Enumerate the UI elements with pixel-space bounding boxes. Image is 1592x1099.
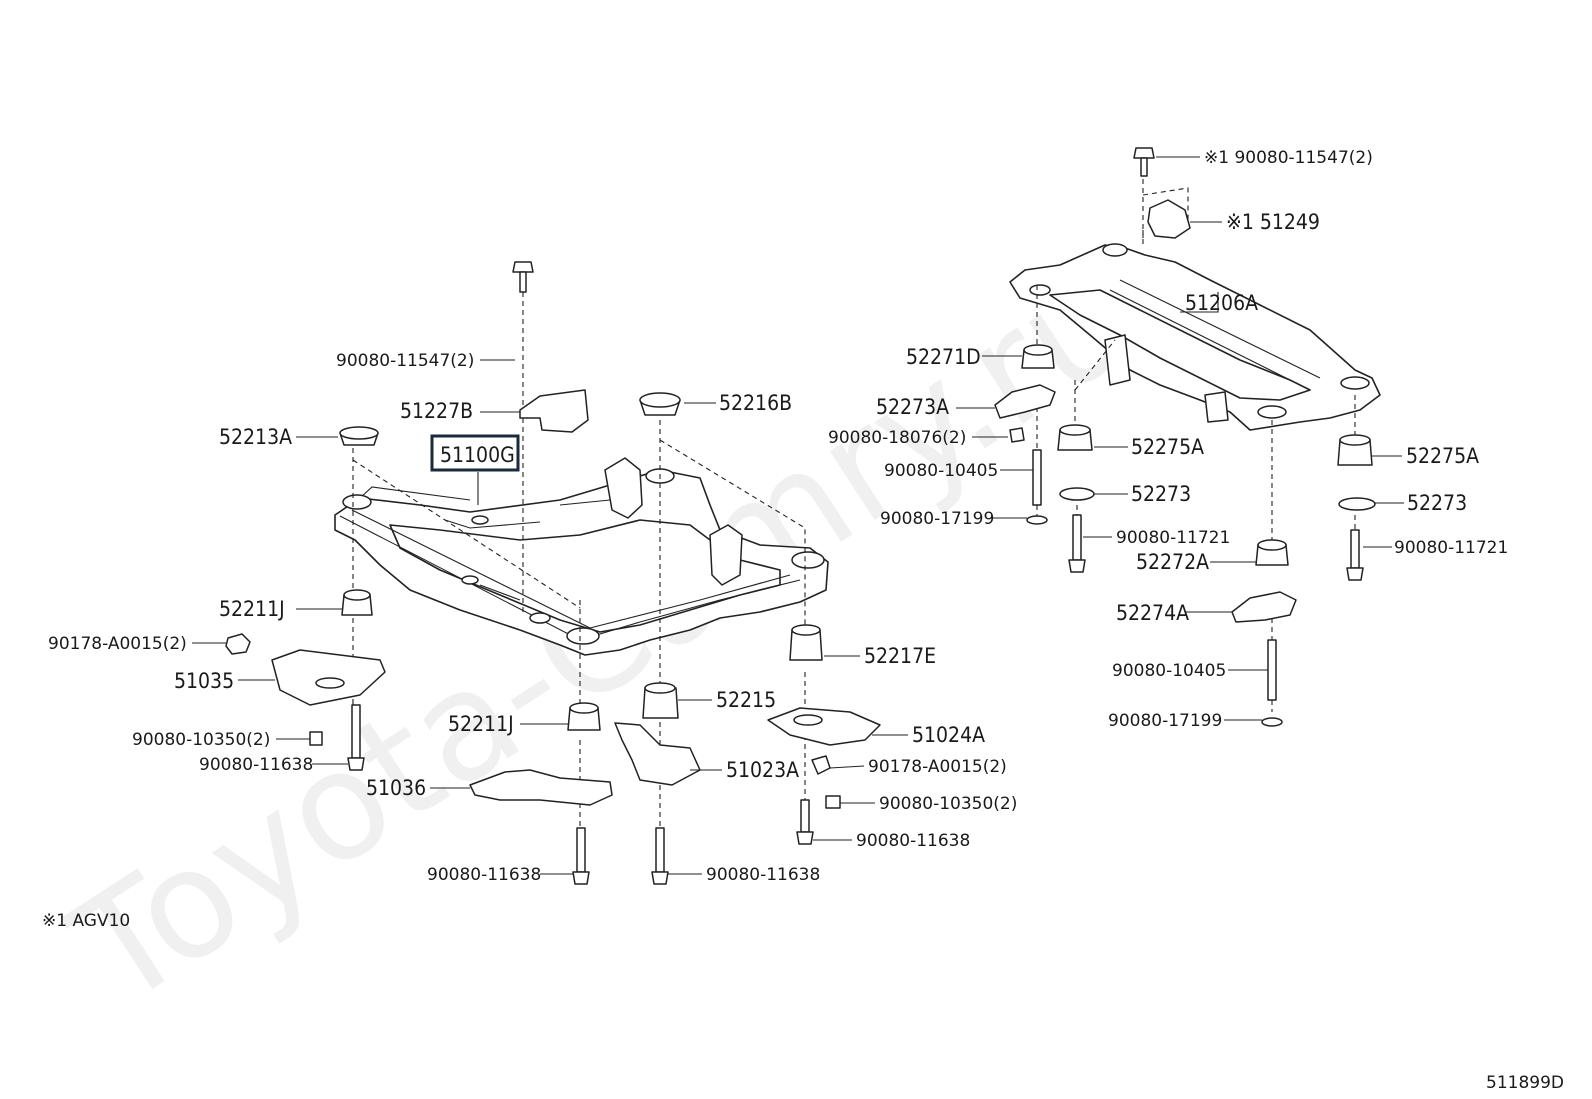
label-52273-a[interactable]: 52273	[1131, 482, 1191, 506]
label-52272a[interactable]: 52272A	[1136, 550, 1209, 574]
label-52213a[interactable]: 52213A	[219, 425, 292, 449]
label-51024a[interactable]: 51024A	[912, 723, 985, 747]
bracket-51249[interactable]	[1147, 199, 1191, 239]
label-90080-18076-2[interactable]: 90080-18076(2)	[828, 428, 966, 448]
bushing-52272a[interactable]	[1255, 539, 1289, 566]
label-90080-11638-bottom-left[interactable]: 90080-11638	[427, 865, 541, 885]
label-52211j-bottom[interactable]: 52211J	[448, 712, 514, 736]
washer-icon[interactable]	[1026, 515, 1048, 525]
label-90080-11638-left[interactable]: 90080-11638	[199, 755, 313, 775]
stud-icon[interactable]	[1032, 449, 1042, 506]
bolt-icon[interactable]	[572, 827, 590, 885]
bushing-52211j-top[interactable]	[341, 589, 373, 616]
bushing-52216b[interactable]	[639, 392, 681, 416]
label-52215[interactable]: 52215	[716, 688, 776, 712]
highlight-box-51100g[interactable]	[430, 434, 520, 472]
washer-icon[interactable]	[1261, 717, 1283, 727]
bolt-icon[interactable]	[1133, 147, 1155, 177]
label-rear-bolt-top[interactable]: ※1 90080-11547(2)	[1204, 148, 1373, 168]
nut-icon[interactable]	[225, 633, 251, 655]
label-90080-10350-2-left[interactable]: 90080-10350(2)	[132, 730, 270, 750]
rear-subframe-51206a[interactable]	[1009, 243, 1381, 431]
label-52275a-a[interactable]: 52275A	[1131, 435, 1204, 459]
label-90178-a0015-2-left[interactable]: 90178-A0015(2)	[48, 634, 187, 654]
label-90080-11547-2[interactable]: 90080-11547(2)	[336, 351, 474, 371]
rear-small-parts	[994, 147, 1376, 727]
bolt-icon[interactable]	[309, 731, 323, 746]
bolt-icon[interactable]	[825, 795, 841, 809]
front-subframe-51100g[interactable]	[334, 457, 829, 656]
washer-icon[interactable]	[1059, 487, 1095, 501]
bushing-52275a-b[interactable]	[1337, 434, 1373, 466]
label-51036[interactable]: 51036	[366, 776, 426, 800]
label-51035[interactable]: 51035	[174, 669, 234, 693]
bracket-51023a[interactable]	[614, 722, 701, 786]
washer-icon[interactable]	[1338, 497, 1376, 511]
plate-51036[interactable]	[469, 769, 613, 806]
label-52273a[interactable]: 52273A	[876, 395, 949, 419]
bolt-icon[interactable]	[1346, 529, 1364, 581]
label-52274a[interactable]: 52274A	[1116, 601, 1189, 625]
bushing-52271d[interactable]	[1021, 344, 1055, 369]
label-90080-10405-b[interactable]: 90080-10405	[1112, 661, 1226, 681]
label-51100g[interactable]: 51100G	[440, 443, 515, 467]
diagram-code: 511899D	[1486, 1073, 1564, 1093]
label-51249[interactable]: ※1 51249	[1226, 210, 1320, 234]
bolt-icon[interactable]	[796, 799, 814, 845]
front-small-parts	[225, 261, 881, 885]
label-52275a-b[interactable]: 52275A	[1406, 444, 1479, 468]
front-leader-lines	[192, 359, 908, 875]
label-51206a[interactable]: 51206A	[1185, 291, 1258, 315]
bushing-52217e[interactable]	[789, 624, 823, 661]
label-90080-11721-a[interactable]: 90080-11721	[1116, 528, 1230, 548]
footnote: ※1 AGV10	[42, 911, 130, 931]
rear-leader-lines	[956, 156, 1404, 721]
part-labels: 51100G 90080-11547(2) 51227B 52213A 5221…	[42, 148, 1564, 1093]
nut-icon[interactable]	[1009, 427, 1025, 443]
bolt-icon[interactable]	[512, 261, 534, 293]
label-90080-10405-a[interactable]: 90080-10405	[884, 461, 998, 481]
bracket-51227b[interactable]	[519, 389, 589, 433]
label-52271d[interactable]: 52271D	[906, 345, 981, 369]
label-90080-11638-bottom-mid[interactable]: 90080-11638	[706, 865, 820, 885]
label-51023a[interactable]: 51023A	[726, 758, 799, 782]
bushing-52211j-bottom[interactable]	[567, 702, 601, 731]
label-52216b[interactable]: 52216B	[719, 391, 792, 415]
label-52217e[interactable]: 52217E	[864, 644, 936, 668]
plate-51024a[interactable]	[767, 707, 881, 746]
bolt-icon[interactable]	[347, 704, 365, 771]
label-90080-11721-b[interactable]: 90080-11721	[1394, 538, 1508, 558]
stud-icon[interactable]	[1267, 639, 1277, 701]
label-52211j-top[interactable]: 52211J	[219, 597, 285, 621]
nut-icon[interactable]	[811, 755, 831, 775]
label-90178-a0015-2-right[interactable]: 90178-A0015(2)	[868, 757, 1007, 777]
bushing-52275a-a[interactable]	[1057, 424, 1093, 451]
bolt-icon[interactable]	[1068, 514, 1086, 573]
label-51227b[interactable]: 51227B	[400, 399, 473, 423]
label-90080-17199-a[interactable]: 90080-17199	[880, 509, 994, 529]
label-90080-17199-b[interactable]: 90080-17199	[1108, 711, 1222, 731]
bushing-52213a[interactable]	[339, 426, 379, 446]
bracket-52274a[interactable]	[1231, 591, 1297, 623]
label-90080-10350-2-right[interactable]: 90080-10350(2)	[879, 794, 1017, 814]
bracket-52273a[interactable]	[994, 384, 1056, 419]
label-52273-b[interactable]: 52273	[1407, 491, 1467, 515]
label-90080-11638-right[interactable]: 90080-11638	[856, 831, 970, 851]
bushing-52215[interactable]	[642, 682, 679, 719]
bolt-icon[interactable]	[651, 827, 669, 885]
